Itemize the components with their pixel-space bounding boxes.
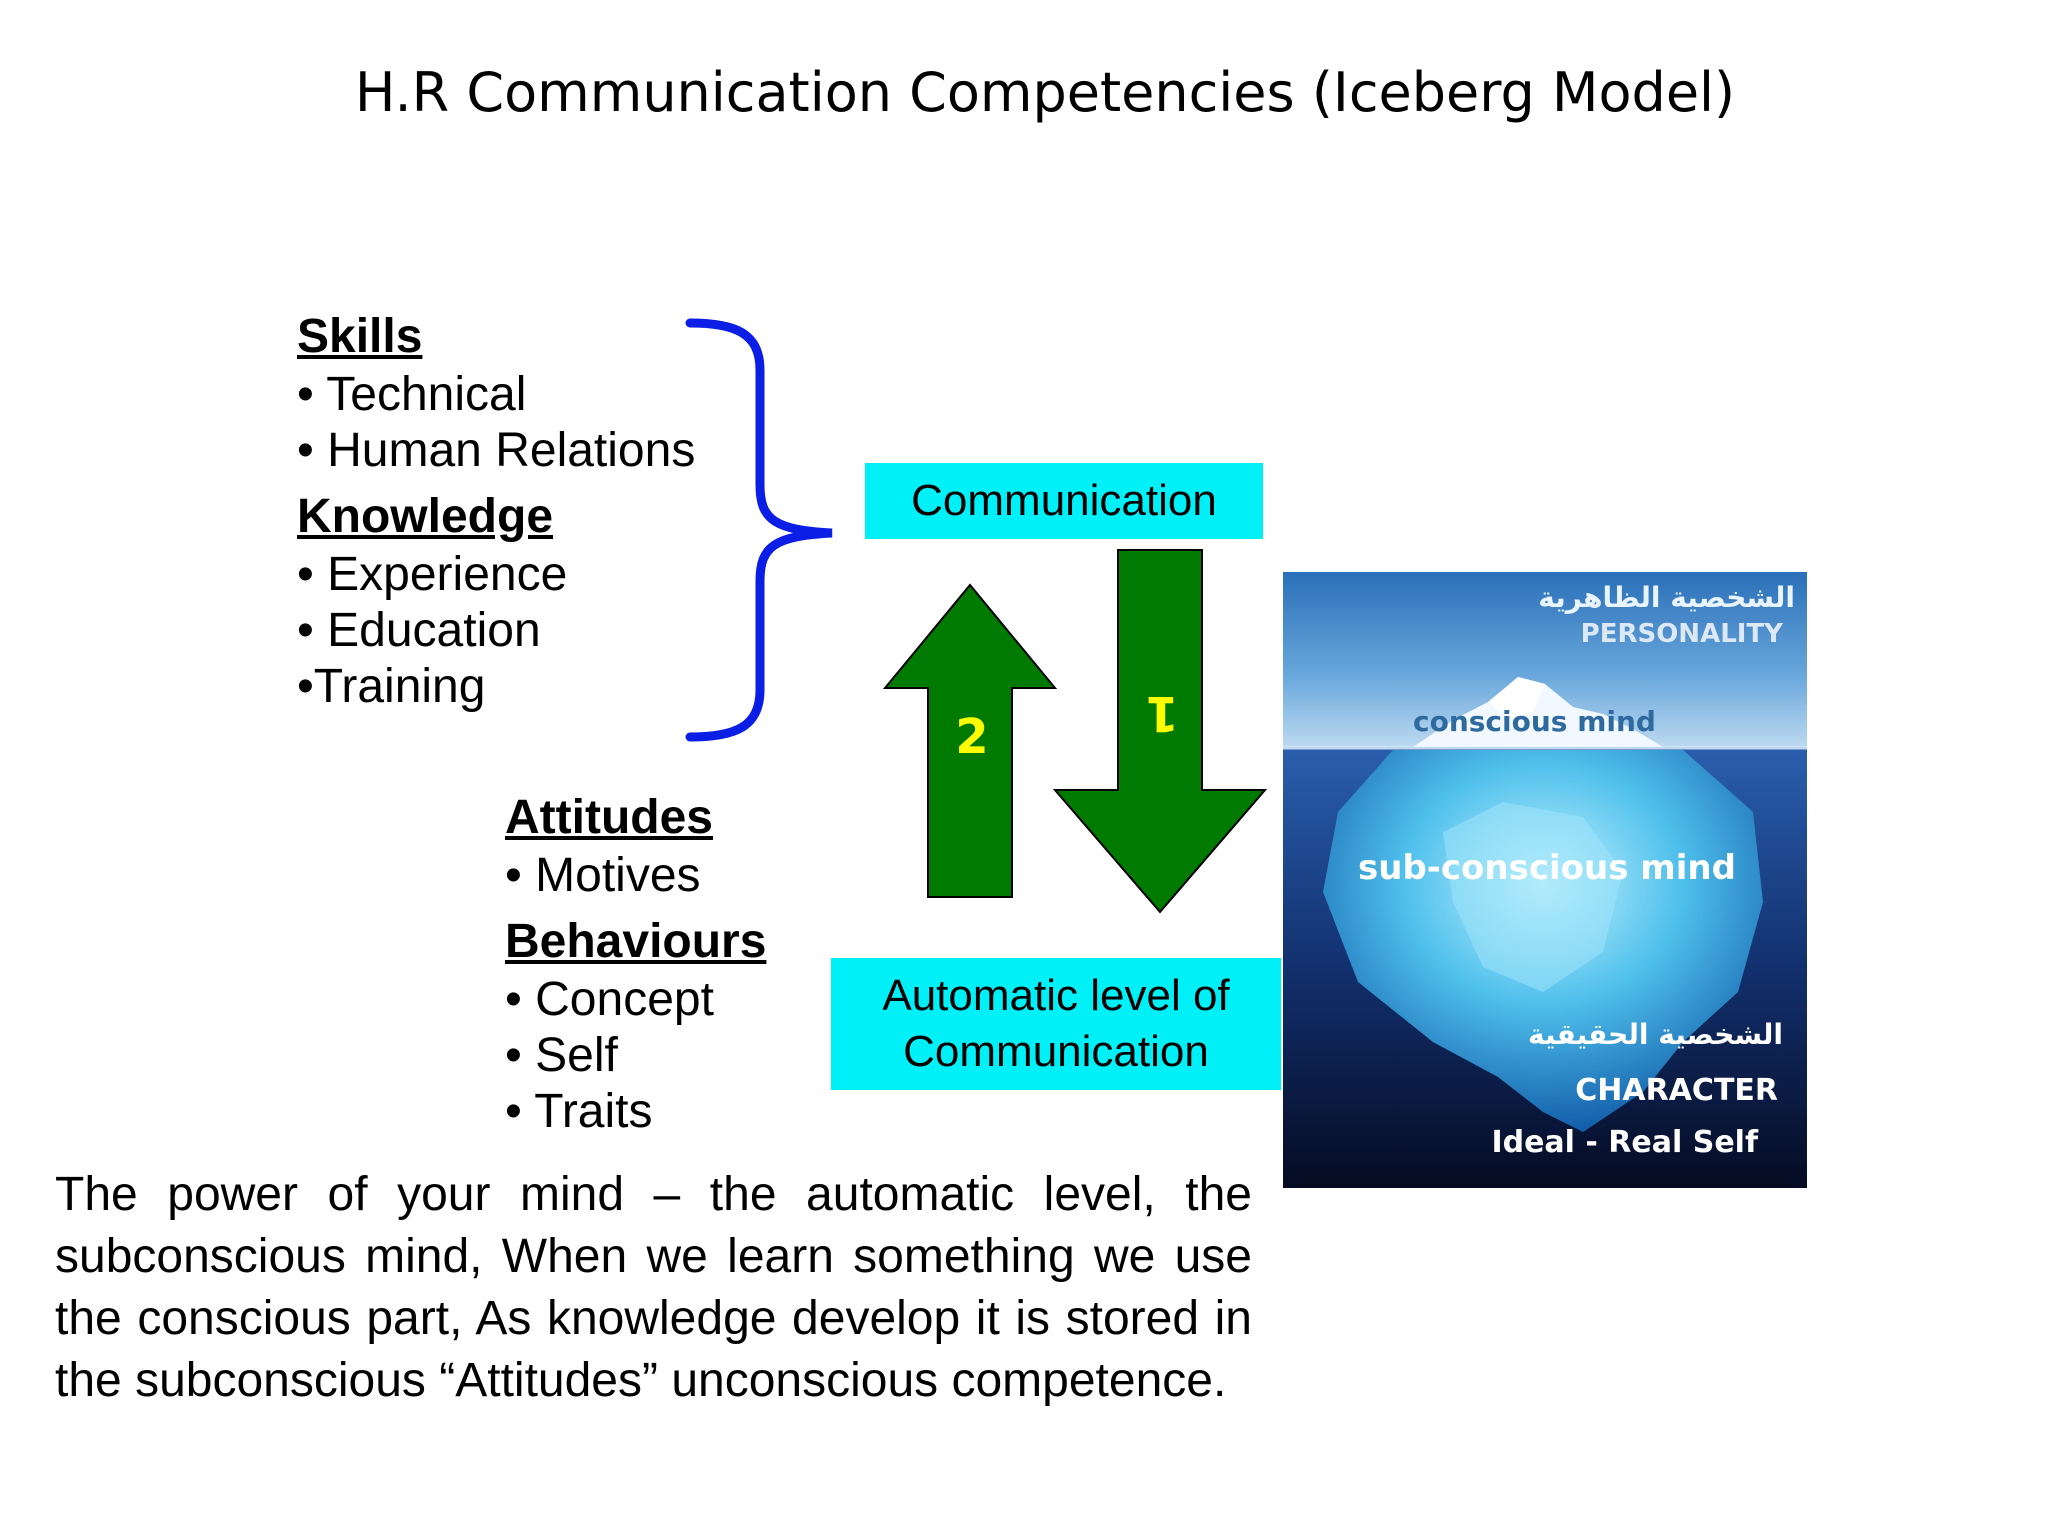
behaviours-item-concept: • Concept — [505, 973, 714, 1026]
iceberg-character-label: CHARACTER — [1575, 1073, 1778, 1108]
knowledge-heading: Knowledge — [297, 490, 554, 543]
communication-box: Communication — [865, 463, 1263, 539]
explanation-paragraph: The power of your mind – the automatic l… — [55, 1168, 1252, 1407]
iceberg-arabic-top: الشخصية الظاهرية — [1538, 581, 1795, 614]
iceberg-personality-label: PERSONALITY — [1581, 619, 1785, 649]
attitudes-item-motives: • Motives — [505, 849, 701, 902]
down-arrow-icon — [1052, 549, 1268, 914]
skills-heading: Skills — [297, 310, 423, 363]
iceberg-image: الشخصية الظاهرية PERSONALITY conscious m… — [1283, 572, 1807, 1188]
communication-box-label: Communication — [911, 476, 1217, 525]
knowledge-item-training: •Training — [297, 660, 486, 713]
knowledge-item-experience: • Experience — [297, 548, 568, 601]
attitudes-behaviours-list: Attitudes • Motives Behaviours • Concept… — [505, 788, 766, 1140]
slide-title: H.R Communication Competencies (Iceberg … — [354, 61, 1736, 124]
iceberg-subconscious-label: sub-conscious mind — [1358, 848, 1736, 888]
skills-item-technical: • Technical — [297, 368, 527, 421]
knowledge-item-education: • Education — [297, 604, 541, 657]
iceberg-arabic-bottom: الشخصية الحقيقية — [1528, 1018, 1783, 1051]
iceberg-ideal-real-label: Ideal - Real Self — [1491, 1125, 1759, 1160]
skills-knowledge-list: Skills • Technical • Human Relations Kno… — [297, 307, 695, 715]
up-arrow-label: 2 — [955, 709, 988, 765]
down-arrow-label: 1 — [1145, 685, 1178, 741]
automatic-level-line2: Communication — [903, 1027, 1209, 1076]
up-arrow-icon — [882, 583, 1058, 898]
curly-brace-icon — [685, 318, 833, 742]
iceberg-conscious-label: conscious mind — [1413, 705, 1656, 738]
behaviours-heading: Behaviours — [505, 915, 767, 968]
arrows-diagram: 2 1 — [882, 549, 1268, 914]
automatic-level-box: Automatic level of Communication — [831, 958, 1281, 1090]
skills-item-human-relations: • Human Relations — [297, 424, 696, 477]
automatic-level-line1: Automatic level of — [882, 971, 1230, 1020]
behaviours-item-traits: • Traits — [505, 1085, 653, 1138]
behaviours-item-self: • Self — [505, 1029, 618, 1082]
attitudes-heading: Attitudes — [505, 791, 713, 844]
